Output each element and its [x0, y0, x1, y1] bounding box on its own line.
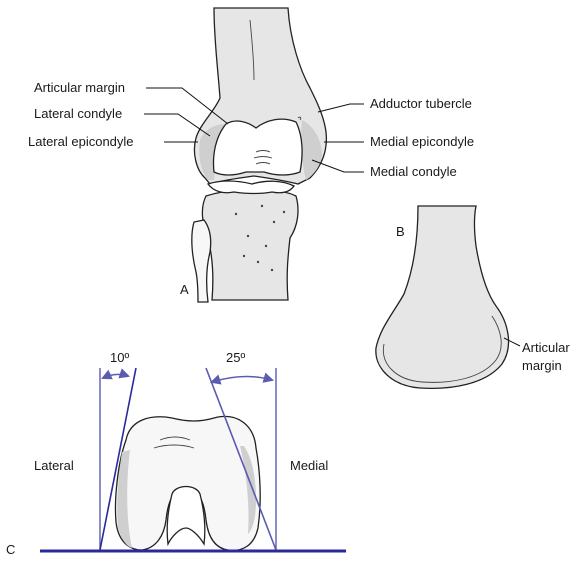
label-lateral: Lateral [34, 458, 74, 473]
leader-adductor-tubercle [318, 104, 364, 112]
tibia [202, 191, 298, 300]
panel-c-letter: C [6, 542, 15, 556]
label-medial-epicondyle: Medial epicondyle [370, 134, 474, 149]
panel-b-letter: B [396, 224, 405, 239]
lateral-angle-arc [103, 374, 128, 378]
label-medial: Medial [290, 458, 328, 473]
label-adductor-tubercle: Adductor tubercle [370, 96, 472, 111]
condyles-axial-outline [115, 416, 260, 550]
panel-b-femur-lateral: B Articular margin [376, 206, 570, 388]
label-lateral-condyle: Lateral condyle [34, 106, 122, 121]
medial-angle-arc [212, 376, 272, 382]
medial-angle-value: 25º [226, 350, 245, 365]
label-articular-margin: Articular margin [34, 80, 125, 95]
tibial-plateau [208, 181, 294, 194]
intercondylar-notch [167, 487, 205, 545]
label-medial-condyle: Medial condyle [370, 164, 457, 179]
fibula [192, 220, 211, 302]
label-b-articular-line2: margin [522, 358, 562, 373]
lateral-angle-value: 10º [110, 350, 129, 365]
panel-c-axial-view: 10º 25º Lateral Medial C [6, 350, 346, 556]
panel-a-knee-anterior: Articular margin Lateral condyle Lateral… [28, 8, 474, 302]
label-b-articular-line1: Articular [522, 340, 570, 355]
panel-a-letter: A [180, 282, 189, 297]
femoral-articular-surface [214, 119, 303, 175]
label-lateral-epicondyle: Lateral epicondyle [28, 134, 134, 149]
